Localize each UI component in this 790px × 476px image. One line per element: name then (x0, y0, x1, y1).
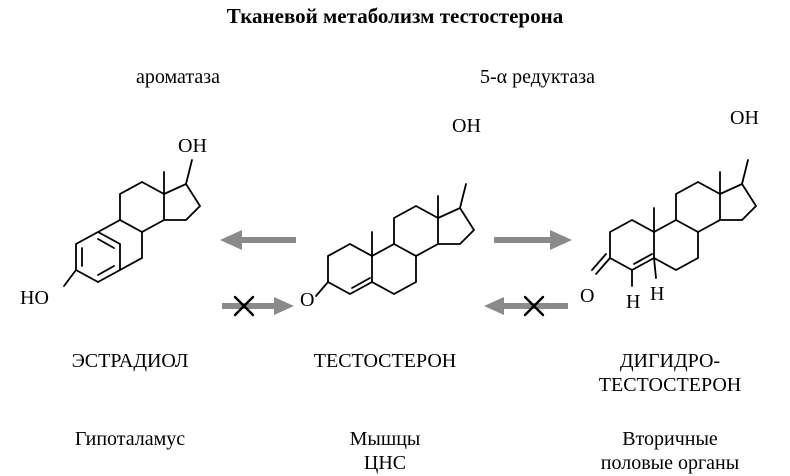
blocked-arrow-dht-to-testosterone (484, 295, 568, 317)
dht-oh-label: OH (730, 107, 759, 129)
dht-h1-label: H (626, 291, 640, 313)
arrow-to-dht (494, 230, 572, 250)
testosterone-structure: OH O (300, 115, 481, 311)
estradiol-name: ЭСТРАДИОЛ (71, 350, 189, 372)
dht-site-line2: половые органы (600, 452, 740, 474)
estradiol-ho-label: HO (20, 287, 49, 309)
estradiol-oh-label: OH (178, 135, 207, 157)
estradiol-site: Гипоталамус (74, 428, 186, 450)
dht-name-line2: ТЕСТОСТЕРОН (598, 374, 742, 396)
dht-name-line1: ДИГИДРО- (619, 350, 721, 372)
testosterone-oh-label: OH (452, 115, 481, 137)
dht-o-label: O (580, 285, 594, 307)
diagram-title: Тканевой метаболизм тестостерона (226, 4, 564, 28)
dht-site-line1: Вторичные (622, 428, 718, 450)
enzyme-reductase-label: 5-α редуктаза (480, 66, 596, 88)
arrow-to-estradiol (220, 230, 296, 250)
blocked-arrow-estradiol-to-testosterone (222, 295, 294, 317)
testosterone-site-line1: Мышцы (349, 428, 421, 450)
testosterone-site-line2: ЦНС (363, 452, 407, 474)
enzyme-aromatase-label: ароматаза (136, 66, 221, 88)
dht-structure: OH O H H (580, 107, 759, 313)
estradiol-structure: OH HO (20, 135, 207, 309)
testosterone-o-label: O (300, 289, 314, 311)
dht-h2-label: H (650, 283, 664, 305)
testosterone-name: ТЕСТОСТЕРОН (313, 350, 457, 372)
